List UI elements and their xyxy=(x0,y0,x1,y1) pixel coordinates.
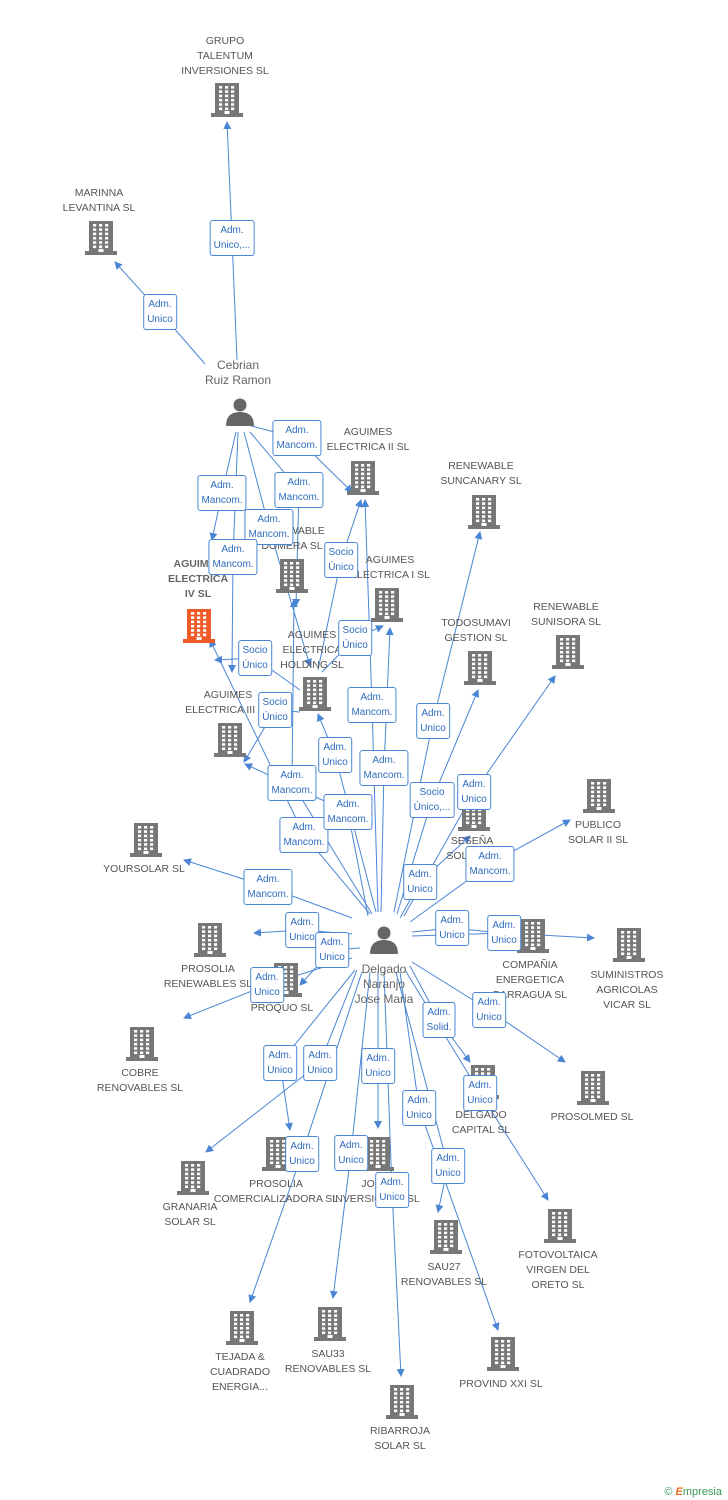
building-icon[interactable] xyxy=(126,1027,158,1061)
edge-role-label[interactable]: Adm. Mancom. xyxy=(274,472,324,508)
edge-role-label[interactable]: Adm. Unico xyxy=(250,967,284,1003)
edge-role-label[interactable]: Adm. Mancom. xyxy=(272,420,322,456)
building-icon[interactable] xyxy=(544,1209,576,1243)
building-icon[interactable] xyxy=(487,1337,519,1371)
company-label[interactable]: AGUIMES ELECTRICA HOLDING SL xyxy=(280,629,344,671)
building-icon[interactable] xyxy=(214,723,246,757)
edge-role-label[interactable]: Adm. Mancom. xyxy=(243,869,293,905)
edge-role-label[interactable]: Adm. Unico xyxy=(143,294,177,330)
edge-role-label[interactable]: Adm. Unico xyxy=(457,774,491,810)
edge-role-label[interactable]: Socio Único xyxy=(258,692,292,728)
edge-role-label[interactable]: Adm. Unico xyxy=(402,1090,436,1126)
building-icon[interactable] xyxy=(577,1071,609,1105)
company-label[interactable]: PROSOLIA COMERCIALIZADORA SL xyxy=(213,1178,339,1205)
building-icon[interactable] xyxy=(583,779,615,813)
building-icon[interactable] xyxy=(464,651,496,685)
company-label[interactable]: PROSOLMED SL xyxy=(550,1111,634,1123)
building-icon[interactable] xyxy=(613,928,645,962)
edge-role-label[interactable]: Adm. Unico,... xyxy=(209,220,255,256)
company-label[interactable]: COBRE RENOVABLES SL xyxy=(96,1067,184,1094)
edge-role-label[interactable]: Adm. Unico xyxy=(315,932,349,968)
building-icon[interactable] xyxy=(552,635,584,669)
company-label[interactable]: FOTOVOLTAICA VIRGEN DEL ORETO SL xyxy=(518,1249,598,1291)
building-icon[interactable] xyxy=(183,609,215,643)
edge-role-label[interactable]: Adm. Mancom. xyxy=(347,687,397,723)
edge-role-label[interactable]: Adm. Unico xyxy=(487,915,521,951)
company-label[interactable]: PROVIND XXI SL xyxy=(459,1378,543,1390)
building-icon[interactable] xyxy=(194,923,226,957)
edge-role-label[interactable]: Adm. Mancom. xyxy=(208,539,258,575)
company-label[interactable]: GRUPO TALENTUM INVERSIONES SL xyxy=(181,35,269,77)
edge-role-label[interactable]: Socio Único xyxy=(324,542,358,578)
edge-role-label[interactable]: Adm. Unico xyxy=(303,1045,337,1081)
edge-role-label[interactable]: Adm. Unico xyxy=(472,992,506,1028)
edge-role-label[interactable]: Adm. Unico xyxy=(403,864,437,900)
person-label[interactable]: Delgado Naranjo Jose Maria xyxy=(354,962,414,1006)
edge-role-label[interactable]: Adm. Mancom. xyxy=(267,765,317,801)
copyright-symbol: © xyxy=(664,1486,673,1498)
building-icon[interactable] xyxy=(177,1161,209,1195)
edge-role-label[interactable]: Adm. Unico xyxy=(435,910,469,946)
edge-role-label[interactable]: Adm. Unico xyxy=(375,1172,409,1208)
brand-name: mpresia xyxy=(682,1486,722,1498)
edge-role-label[interactable]: Adm. Solid. xyxy=(422,1002,456,1038)
building-icon[interactable] xyxy=(211,83,243,117)
building-icon[interactable] xyxy=(85,221,117,255)
company-label[interactable]: RENEWABLE SUNISORA SL xyxy=(530,601,602,628)
person-icon[interactable] xyxy=(370,926,398,955)
edge-role-label[interactable]: Adm. Unico xyxy=(416,703,450,739)
edge-role-label[interactable]: Adm. Mancom. xyxy=(359,750,409,786)
person-icon[interactable] xyxy=(226,398,254,427)
edge-role-label[interactable]: Adm. Unico xyxy=(285,1136,319,1172)
edge-role-label[interactable]: Socio Único xyxy=(338,620,372,656)
building-icon[interactable] xyxy=(386,1385,418,1419)
building-icon[interactable] xyxy=(130,823,162,857)
company-label[interactable]: MARINNA LEVANTINA SL xyxy=(62,187,136,214)
building-icon[interactable] xyxy=(371,588,403,622)
brand-initial: E xyxy=(675,1486,683,1498)
edge-role-label[interactable]: Adm. Unico xyxy=(361,1048,395,1084)
company-label[interactable]: YOURSOLAR SL xyxy=(103,863,185,875)
building-icon[interactable] xyxy=(299,677,331,711)
company-label[interactable]: AGUIMES ELECTRICA II SL xyxy=(326,426,410,453)
company-label[interactable]: TODOSUMAVI GESTION SL xyxy=(441,617,511,644)
company-label[interactable]: COMPAÑIA ENERGETICA BARRAGUA SL xyxy=(492,959,568,1001)
building-icon[interactable] xyxy=(430,1220,462,1254)
company-label[interactable]: RIBARROJA SOLAR SL xyxy=(369,1425,431,1452)
company-label[interactable]: PROSOLIA RENEWABLES SL xyxy=(163,963,253,990)
edge-role-label[interactable]: Adm. Unico xyxy=(463,1075,497,1111)
building-icon[interactable] xyxy=(517,919,549,953)
company-label[interactable]: PROQUO SL xyxy=(250,1002,314,1014)
building-icon[interactable] xyxy=(362,1137,394,1171)
edge-role-label[interactable]: Adm. Unico xyxy=(334,1135,368,1171)
edge-role-label[interactable]: Adm. Unico xyxy=(318,737,352,773)
company-label[interactable]: TEJADA & CUADRADO ENERGIA... xyxy=(209,1351,271,1393)
edge-role-label[interactable]: Adm. Unico xyxy=(263,1045,297,1081)
company-label[interactable]: PUBLICO SOLAR II SL xyxy=(567,819,629,846)
company-label[interactable]: SUMINISTROS AGRICOLAS VICAR SL xyxy=(590,969,664,1011)
edge-role-label[interactable]: Socio Único xyxy=(238,640,272,676)
edge-role-label[interactable]: Socio Único,... xyxy=(409,782,455,818)
company-label[interactable]: SAU27 RENOVABLES SL xyxy=(400,1261,488,1288)
company-label[interactable]: DELGADO CAPITAL SL xyxy=(451,1109,511,1136)
edge-role-label[interactable]: Adm. Mancom. xyxy=(323,794,373,830)
company-label[interactable]: RENEWABLE SUNCANARY SL xyxy=(440,460,522,487)
company-label[interactable]: AGUIMES ELECTRICA I SL xyxy=(350,554,430,581)
company-label[interactable]: AGUIMES ELECTRICA III SL xyxy=(185,689,271,716)
footer-brand: © Empresia xyxy=(664,1486,722,1498)
building-icon[interactable] xyxy=(347,461,379,495)
edge-role-label[interactable]: Adm. Mancom. xyxy=(197,475,247,511)
company-label[interactable]: SAU33 RENOVABLES SL xyxy=(284,1348,372,1375)
edge-role-label[interactable]: Adm. Unico xyxy=(285,912,319,948)
edge-role-label[interactable]: Adm. Unico xyxy=(431,1148,465,1184)
edge-role-label[interactable]: Adm. Mancom. xyxy=(465,846,515,882)
building-icon[interactable] xyxy=(226,1311,258,1345)
building-icon[interactable] xyxy=(276,559,308,593)
building-icon[interactable] xyxy=(314,1307,346,1341)
building-icon[interactable] xyxy=(468,495,500,529)
edge-role-label[interactable]: Adm. Mancom. xyxy=(279,817,329,853)
person-label[interactable]: Cebrian Ruiz Ramon xyxy=(204,358,272,387)
company-label[interactable]: GRANARIA SOLAR SL xyxy=(162,1201,218,1228)
